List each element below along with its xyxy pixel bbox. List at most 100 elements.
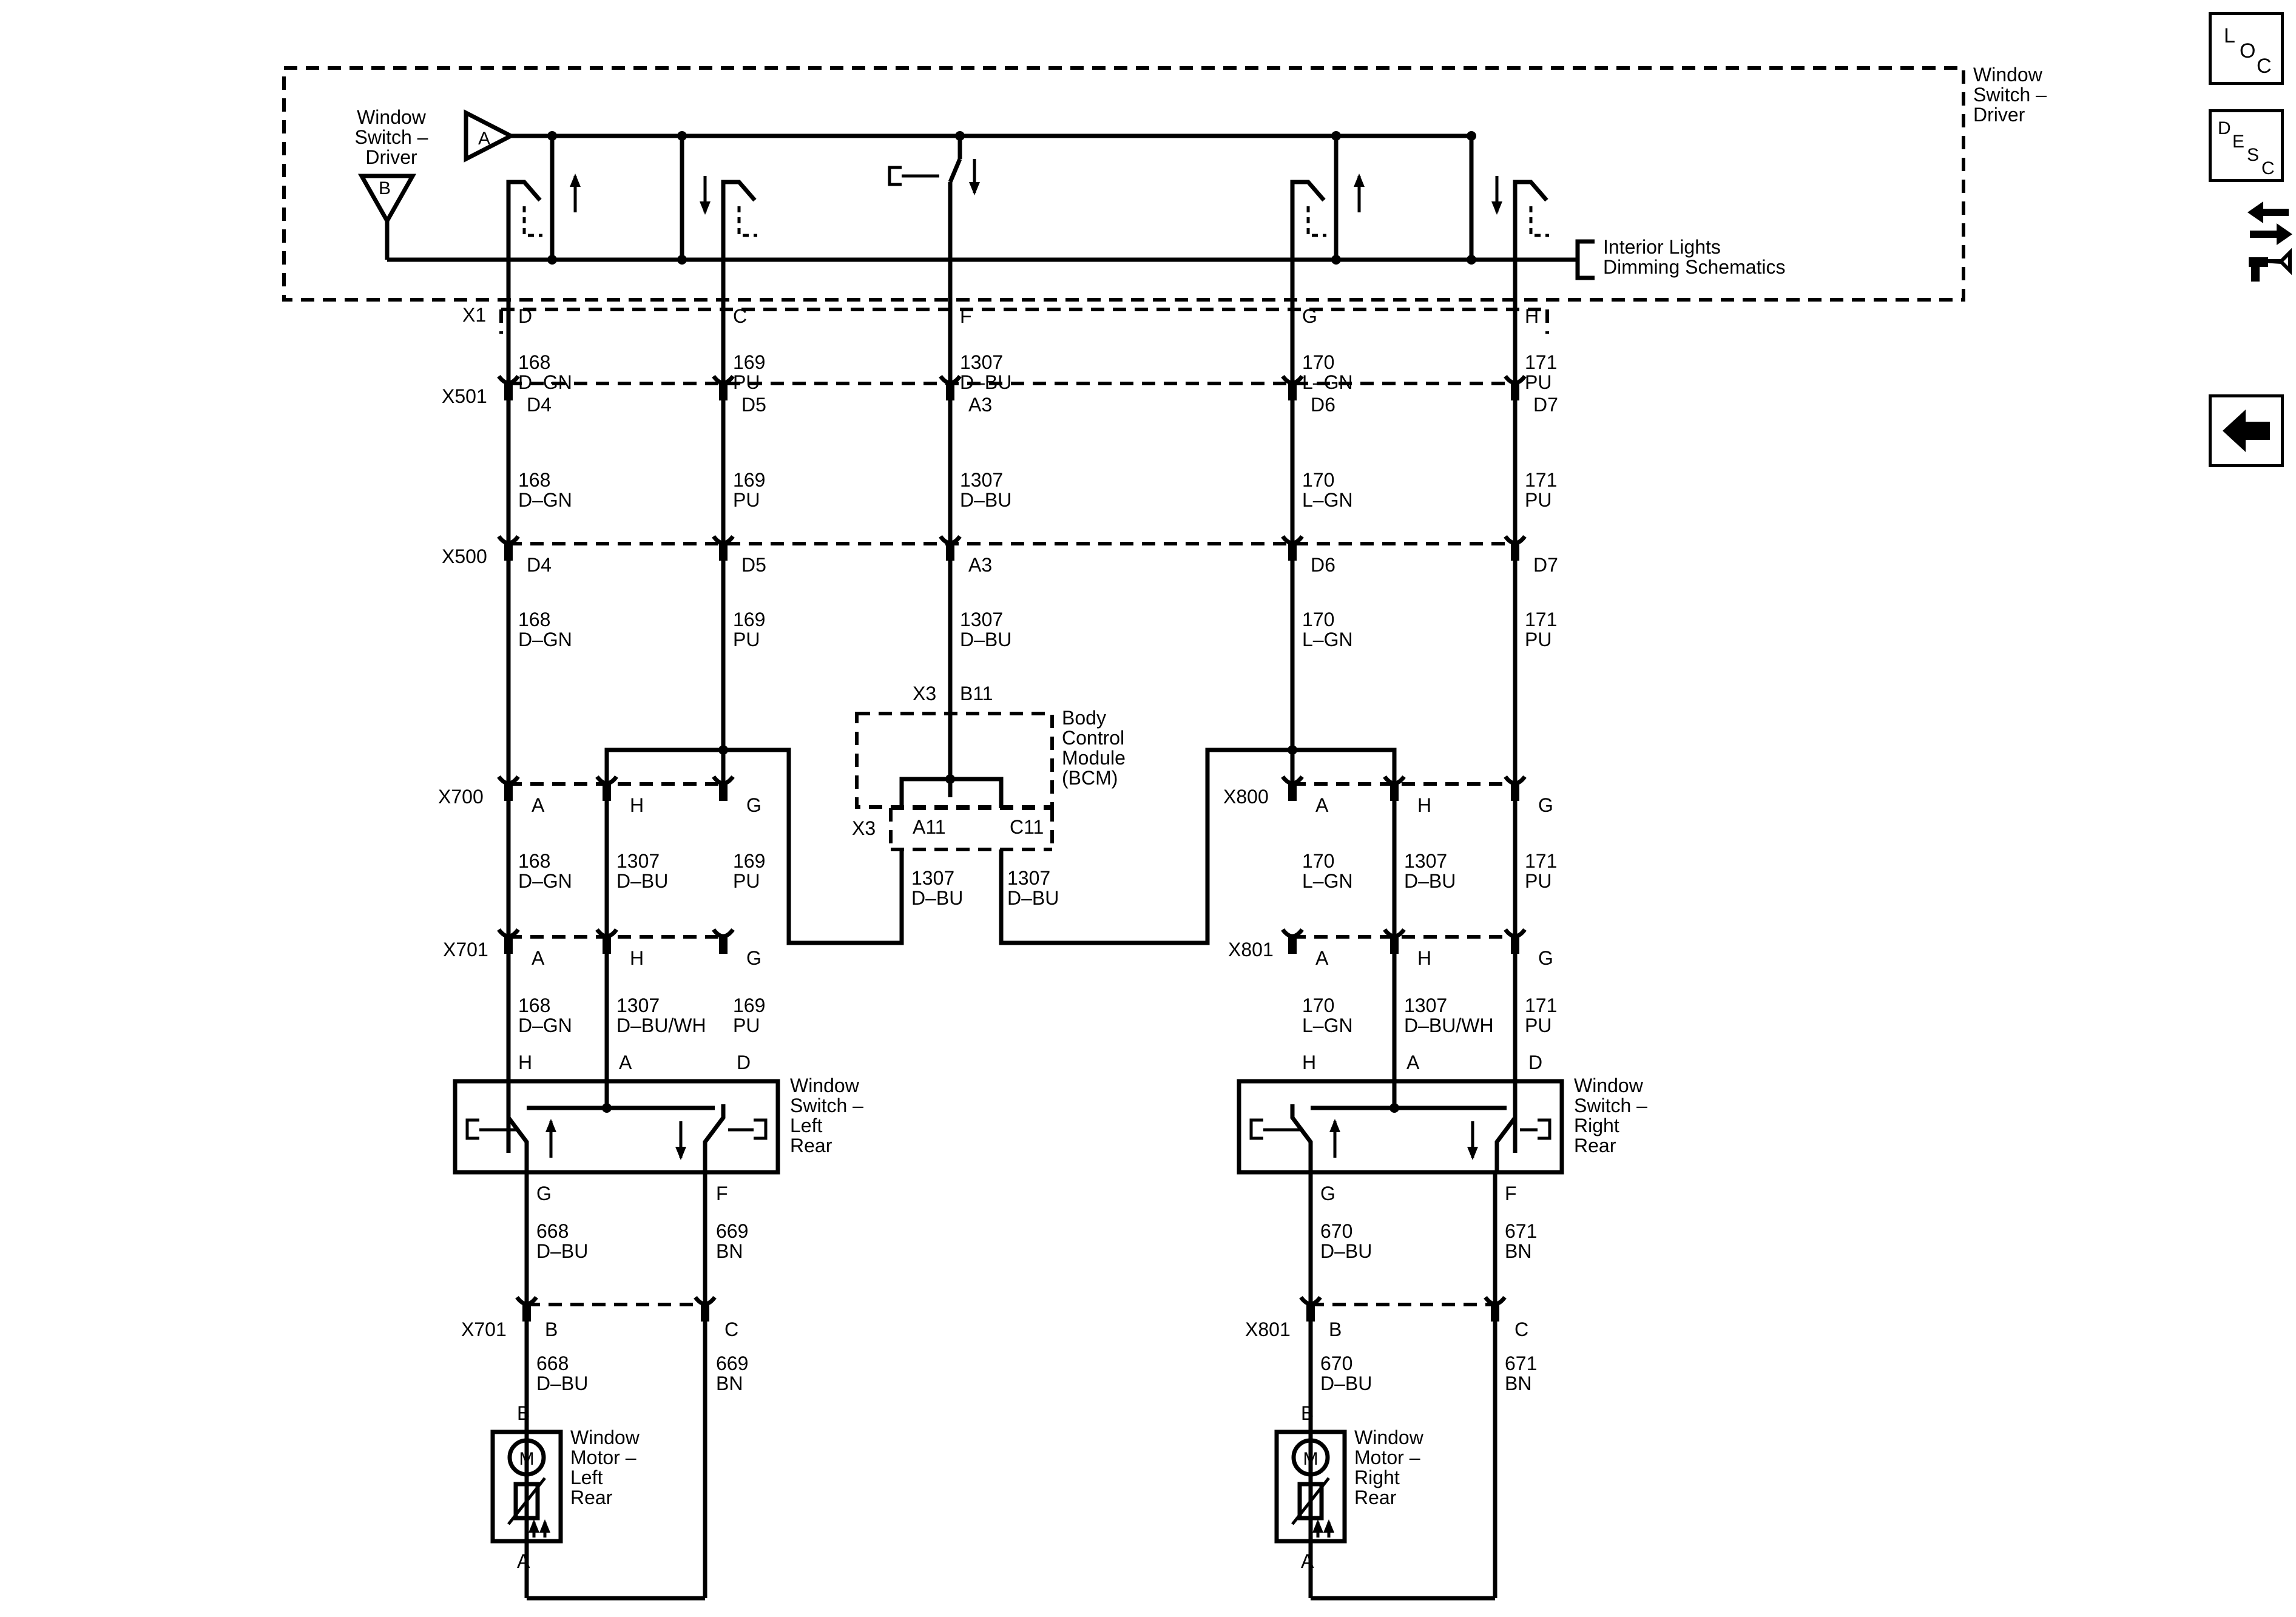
reference-a: A	[478, 129, 490, 149]
switch-contact	[1513, 180, 1548, 260]
svg-text:S: S	[2247, 145, 2259, 165]
connector-tool-button[interactable]	[2245, 194, 2294, 285]
connector-pin	[1511, 542, 1519, 561]
reference-b-triangle	[357, 174, 417, 226]
pin-label: H	[1417, 947, 1431, 969]
arrow-head	[1323, 1519, 1334, 1533]
pin-label: G	[1538, 947, 1553, 969]
pin-label: G	[1538, 794, 1553, 816]
reference-a-triangle	[464, 109, 516, 163]
pin-label: D4	[527, 394, 552, 416]
connector-label: X801	[1228, 939, 1274, 960]
desc-button[interactable]: D E S C	[2209, 109, 2284, 182]
switch-contact	[721, 180, 757, 260]
pin-label: A	[1406, 1052, 1420, 1073]
connector-pin	[504, 936, 513, 954]
pin-label: H	[630, 794, 644, 816]
connector-pin	[719, 382, 728, 400]
pin-label: C11	[1010, 816, 1044, 838]
connector-pin	[1511, 382, 1519, 400]
pin-label: B	[1329, 1318, 1342, 1340]
dashed-bracket	[1249, 1118, 1263, 1140]
pin-label: A	[532, 794, 545, 816]
connector-label: X801	[1245, 1318, 1291, 1340]
pin-label: D	[1528, 1052, 1542, 1073]
svg-text:O: O	[2240, 39, 2255, 62]
switch-linkage	[522, 206, 542, 237]
connector-pin	[1511, 936, 1519, 954]
pin-label: G	[536, 1183, 552, 1204]
bcm-outline	[855, 712, 1054, 809]
arrow-head	[675, 1147, 686, 1160]
back-arrow-icon	[2223, 410, 2270, 452]
splice-dot	[677, 131, 687, 141]
splice-dot	[1331, 131, 1341, 141]
pin-label: A3	[968, 554, 992, 576]
pin-label: F	[1505, 1183, 1517, 1204]
switch-contact	[1494, 1104, 1518, 1172]
pin-label: H	[518, 1052, 532, 1073]
window-switch-left-rear	[453, 1079, 780, 1175]
connector-pin	[1288, 936, 1297, 954]
connector-label: X701	[443, 939, 488, 960]
splice-dot	[718, 745, 728, 755]
loc-icon: L O C	[2224, 24, 2272, 78]
arrow-head	[545, 1119, 556, 1132]
dimming-switch-contact	[948, 158, 962, 183]
loc-button[interactable]: L O C	[2209, 12, 2284, 85]
splice-dot	[1331, 255, 1341, 265]
back-button[interactable]	[2209, 394, 2284, 467]
thermistor-slash	[1291, 1477, 1330, 1525]
arrow-head	[539, 1519, 550, 1533]
pin-label: G	[1320, 1183, 1335, 1204]
pin-label: B	[517, 1402, 530, 1424]
svg-text:C: C	[2257, 55, 2272, 78]
dimming-bracket	[888, 166, 902, 186]
switch-contact	[506, 180, 542, 260]
pin-label: D4	[527, 554, 552, 576]
svg-text:L: L	[2224, 24, 2235, 47]
switch-linkage	[1529, 206, 1549, 237]
motor-circle	[1291, 1438, 1330, 1477]
svg-text:C: C	[2261, 158, 2275, 178]
pin-label: A	[517, 1550, 530, 1572]
window-switch-right-rear	[1237, 1079, 1564, 1175]
connector-pin	[1390, 783, 1399, 801]
splice-dot	[955, 131, 965, 141]
pin-label: C	[724, 1318, 738, 1340]
connector-pin	[1288, 542, 1297, 561]
switch-contact	[1290, 180, 1326, 260]
arrow-head	[1467, 1147, 1478, 1160]
arrow-head	[1312, 1519, 1323, 1533]
pin-label: H	[1417, 794, 1431, 816]
connector-label: X501	[442, 385, 487, 407]
pin-label: H	[630, 947, 644, 969]
reference-b: B	[379, 178, 391, 198]
connector-pin	[719, 542, 728, 561]
bcm-bus	[899, 777, 1004, 808]
